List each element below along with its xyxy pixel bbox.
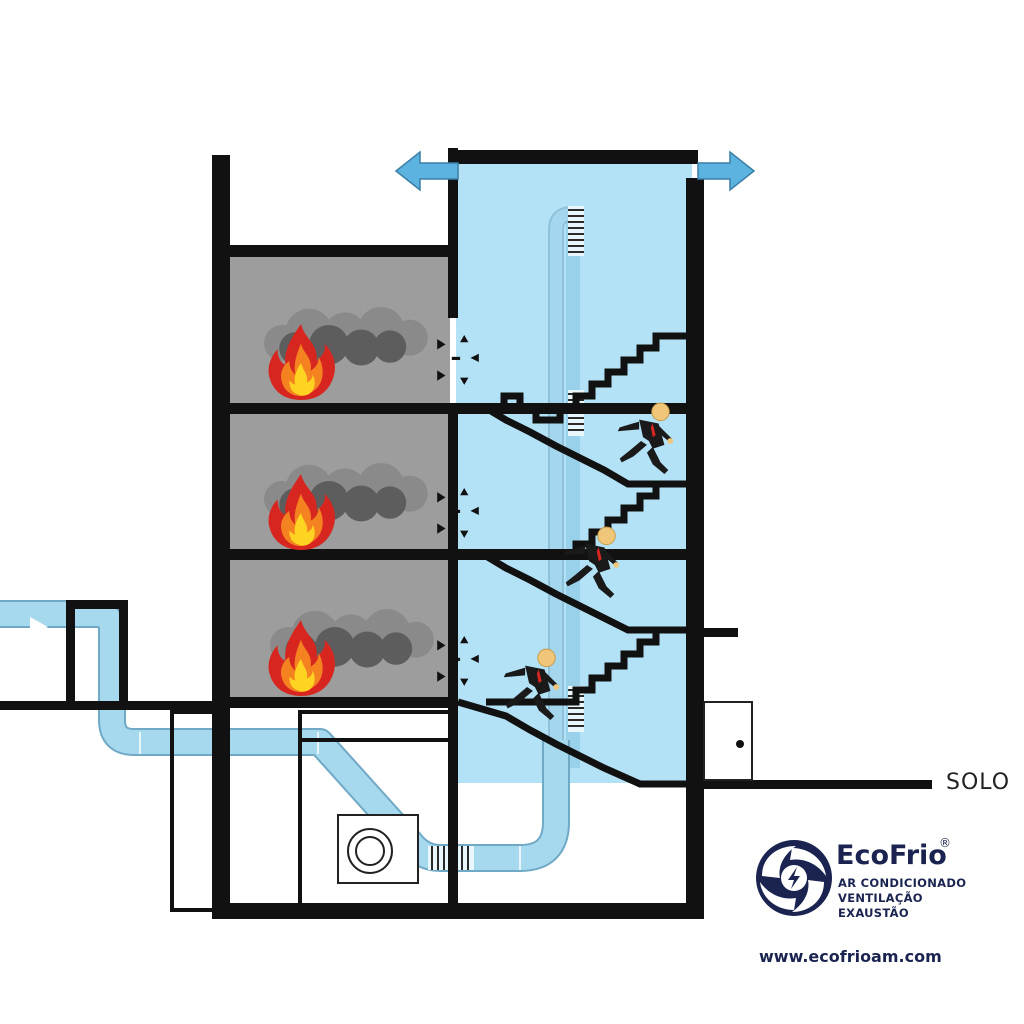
centrifugal-fan-icon <box>337 814 419 884</box>
registered-mark: ® <box>939 836 951 850</box>
brand-name: EcoFrio <box>836 840 947 871</box>
ground-label: SOLO <box>946 770 1011 795</box>
brand-tagline-3: EXAUSTÃO <box>838 906 909 920</box>
door-icon <box>703 701 753 781</box>
triangle-right-icon <box>30 617 48 637</box>
double-arrow-icon <box>394 150 756 192</box>
brand-tagline-1: AR CONDICIONADO <box>838 876 967 890</box>
swirl-lightning-icon <box>756 840 832 916</box>
website-link[interactable]: www.ecofrioam.com <box>759 947 942 966</box>
basement-frame <box>170 710 452 912</box>
brand-tagline-2: VENTILAÇÃO <box>838 891 923 905</box>
stair-shaft <box>456 158 692 783</box>
staircase <box>457 332 686 788</box>
